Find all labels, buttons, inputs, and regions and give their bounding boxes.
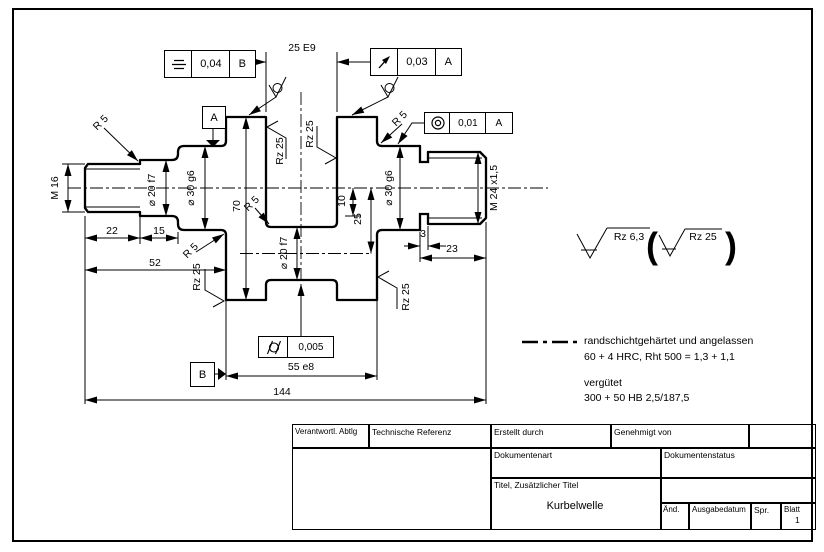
roughness-rz25-right: Rz 25 bbox=[399, 283, 412, 311]
dim-25e9: 25 E9 bbox=[288, 41, 316, 54]
dim-30g6-left: ⌀ 30 g6 bbox=[184, 170, 197, 206]
document-type-label: Dokumentenart bbox=[494, 450, 553, 460]
responsible-dept-label: Verantwortl. Abtlg bbox=[295, 427, 358, 436]
datum-a-box: A bbox=[202, 106, 226, 129]
runout-tolerance-value: 0,03 bbox=[397, 48, 437, 76]
concentricity-tolerance-frame: 0,01 A bbox=[424, 112, 513, 134]
general-roughness-secondary: Rz 25 bbox=[689, 230, 717, 243]
datum-b-box: B bbox=[190, 362, 215, 387]
cylindricity-icon bbox=[258, 336, 289, 358]
cell-left-empty bbox=[292, 447, 492, 530]
dim-15: 15 bbox=[153, 224, 165, 237]
dim-m24: M 24 x1,5 bbox=[487, 164, 500, 212]
dim-20f7-left: ⌀ 20 f7 bbox=[145, 173, 158, 207]
circular-runout-icon bbox=[370, 48, 399, 76]
paren-close: ) bbox=[725, 225, 737, 266]
title-label: Titel, Zusätzlicher Titel bbox=[494, 480, 579, 490]
cell-created-by: Erstellt durch bbox=[490, 424, 612, 449]
note-hardening-line1: randschichtgehärtet und angelassen bbox=[584, 335, 754, 347]
roughness-rz25-pin-left: Rz 25 bbox=[273, 137, 286, 165]
concentricity-tolerance-value: 0,01 bbox=[449, 112, 487, 134]
dim-144: 144 bbox=[273, 385, 291, 398]
paren-open: ( bbox=[646, 225, 658, 266]
dim-30g6-right: ⌀ 30 g6 bbox=[382, 170, 395, 206]
cylindricity-tolerance-frame: 0,005 bbox=[258, 336, 335, 358]
cylindricity-tolerance-value: 0,005 bbox=[287, 336, 335, 358]
dim-10: 10 bbox=[335, 195, 348, 207]
dim-20f7-pin: ⌀ 20 f7 bbox=[277, 236, 290, 270]
sheet-label: Blatt bbox=[784, 505, 801, 514]
language-label: Spr. bbox=[754, 505, 770, 515]
dim-70: 70 bbox=[230, 200, 243, 212]
roughness-rz25-pin-right: Rz 25 bbox=[303, 120, 316, 148]
cell-approved-by: Genehmigt von bbox=[610, 424, 750, 449]
cell-document-status: Dokumentenstatus bbox=[660, 447, 816, 479]
symmetry-icon bbox=[164, 50, 193, 78]
runout-tolerance-frame: 0,03 A bbox=[370, 48, 462, 76]
cell-revision: Änd. bbox=[660, 502, 690, 530]
dim-23: 23 bbox=[446, 242, 458, 255]
cell-issue-date: Ausgabedatum bbox=[688, 502, 752, 530]
datum-triangles bbox=[206, 140, 226, 380]
cell-document-type: Dokumentenart bbox=[490, 447, 662, 479]
surface-symbols bbox=[204, 76, 722, 309]
cell-sheet: Blatt 1 bbox=[780, 502, 816, 530]
dim-55e8: 55 e8 bbox=[287, 360, 315, 373]
symmetry-tolerance-value: 0,04 bbox=[191, 50, 231, 78]
dim-22: 22 bbox=[106, 224, 118, 237]
document-title: Kurbelwelle bbox=[546, 500, 604, 512]
note-tempering-line2: 300 + 50 HB 2,5/187,5 bbox=[584, 392, 690, 404]
cell-responsible-dept: Verantwortl. Abtlg bbox=[292, 424, 370, 449]
cell-right-empty-strip bbox=[660, 477, 816, 504]
concentricity-icon bbox=[424, 112, 451, 134]
dim-52: 52 bbox=[149, 256, 161, 269]
cell-technical-reference: Technische Referenz bbox=[368, 424, 492, 449]
note-tempering-line1: vergütet bbox=[584, 377, 622, 389]
note-hardening-line2: 60 + 4 HRC, Rht 500 = 1,3 + 1,1 bbox=[584, 351, 735, 363]
roughness-rz25-left: Rz 25 bbox=[190, 263, 203, 291]
leader-lines bbox=[103, 122, 424, 375]
symmetry-tolerance-datum: B bbox=[228, 50, 256, 78]
concentricity-tolerance-datum: A bbox=[484, 112, 513, 134]
dimension-lines bbox=[64, 58, 486, 404]
drawing-border-frame bbox=[12, 8, 813, 542]
runout-tolerance-datum: A bbox=[434, 48, 462, 76]
cell-top-right-empty bbox=[748, 424, 816, 449]
symmetry-tolerance-frame: 0,04 B bbox=[164, 50, 256, 78]
revision-label: Änd. bbox=[663, 505, 680, 514]
technical-reference-label: Technische Referenz bbox=[372, 427, 452, 437]
approved-by-label: Genehmigt von bbox=[614, 427, 672, 437]
created-by-label: Erstellt durch bbox=[494, 427, 544, 437]
cell-language: Spr. bbox=[750, 502, 782, 530]
issue-date-label: Ausgabedatum bbox=[692, 505, 746, 514]
document-status-label: Dokumentenstatus bbox=[664, 450, 735, 460]
thread-lines bbox=[86, 157, 482, 219]
sheet-number: 1 bbox=[795, 515, 800, 525]
dim-25: 25 bbox=[351, 213, 364, 225]
general-roughness-primary: Rz 6,3 bbox=[613, 230, 645, 243]
dim-m16: M 16 bbox=[48, 176, 61, 200]
dim-3: 3 bbox=[420, 227, 426, 240]
